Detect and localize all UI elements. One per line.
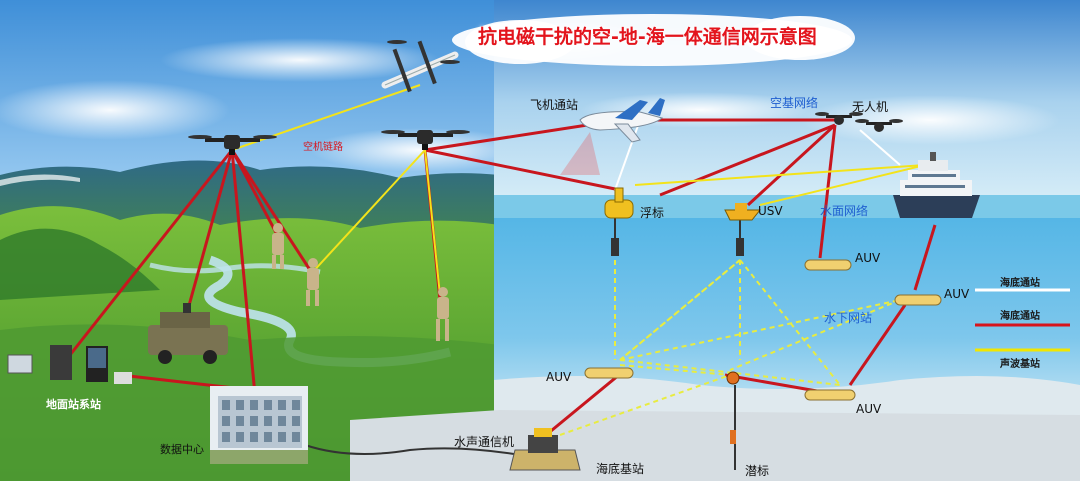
drone-left [188,135,277,155]
aircraft [560,98,665,175]
title-cloud [452,14,855,66]
buoy [604,187,634,256]
relay-node [726,371,740,444]
auvs [584,259,942,401]
data-center-building [210,386,308,464]
usv-boat [724,203,762,256]
label-underwater-network: 水下网站 [824,311,873,325]
label-drone-link: 空机链路 [303,142,343,153]
label-acoustic-modem: 水声通信机 [454,435,515,449]
legend-lines [975,288,1070,352]
label-submarine-buoy: 潜标 [745,464,770,478]
label-auv-4: AUV [856,402,882,416]
vtol-drone [381,40,460,93]
label-auv-3: AUV [546,370,572,384]
ground-station-gear [7,345,132,384]
soldiers [272,223,449,341]
seabed-station [509,428,581,471]
label-aircraft-station: 飞机通站 [530,98,579,112]
label-surface-network: 水面网络 [820,204,869,218]
white-links [614,119,901,191]
sea-uavs [815,112,903,132]
legend-item-red: 海底通站 [1000,311,1040,322]
label-seabed-station: 海底基站 [596,462,645,476]
label-auv-1: AUV [855,251,881,265]
ship [893,152,980,218]
label-air-network: 空基网络 [770,96,819,110]
drone-right [381,130,470,150]
land-scene [0,0,530,481]
label-data-center: 数据中心 [160,443,204,456]
legend-item-white: 海底通站 [1000,278,1040,289]
legend-item-yellow: 声波基站 [1000,359,1040,370]
yellow-links [231,84,926,296]
label-auv-2: AUV [944,287,970,301]
label-uav: 无人机 [852,100,889,114]
diagram-title: 抗电磁干扰的空-地-海一体通信网示意图 [478,26,817,48]
label-ground-station: 地面站系站 [46,398,101,411]
label-buoy: 浮标 [640,206,665,220]
label-usv: USV [758,204,783,218]
armored-vehicle [148,303,228,364]
